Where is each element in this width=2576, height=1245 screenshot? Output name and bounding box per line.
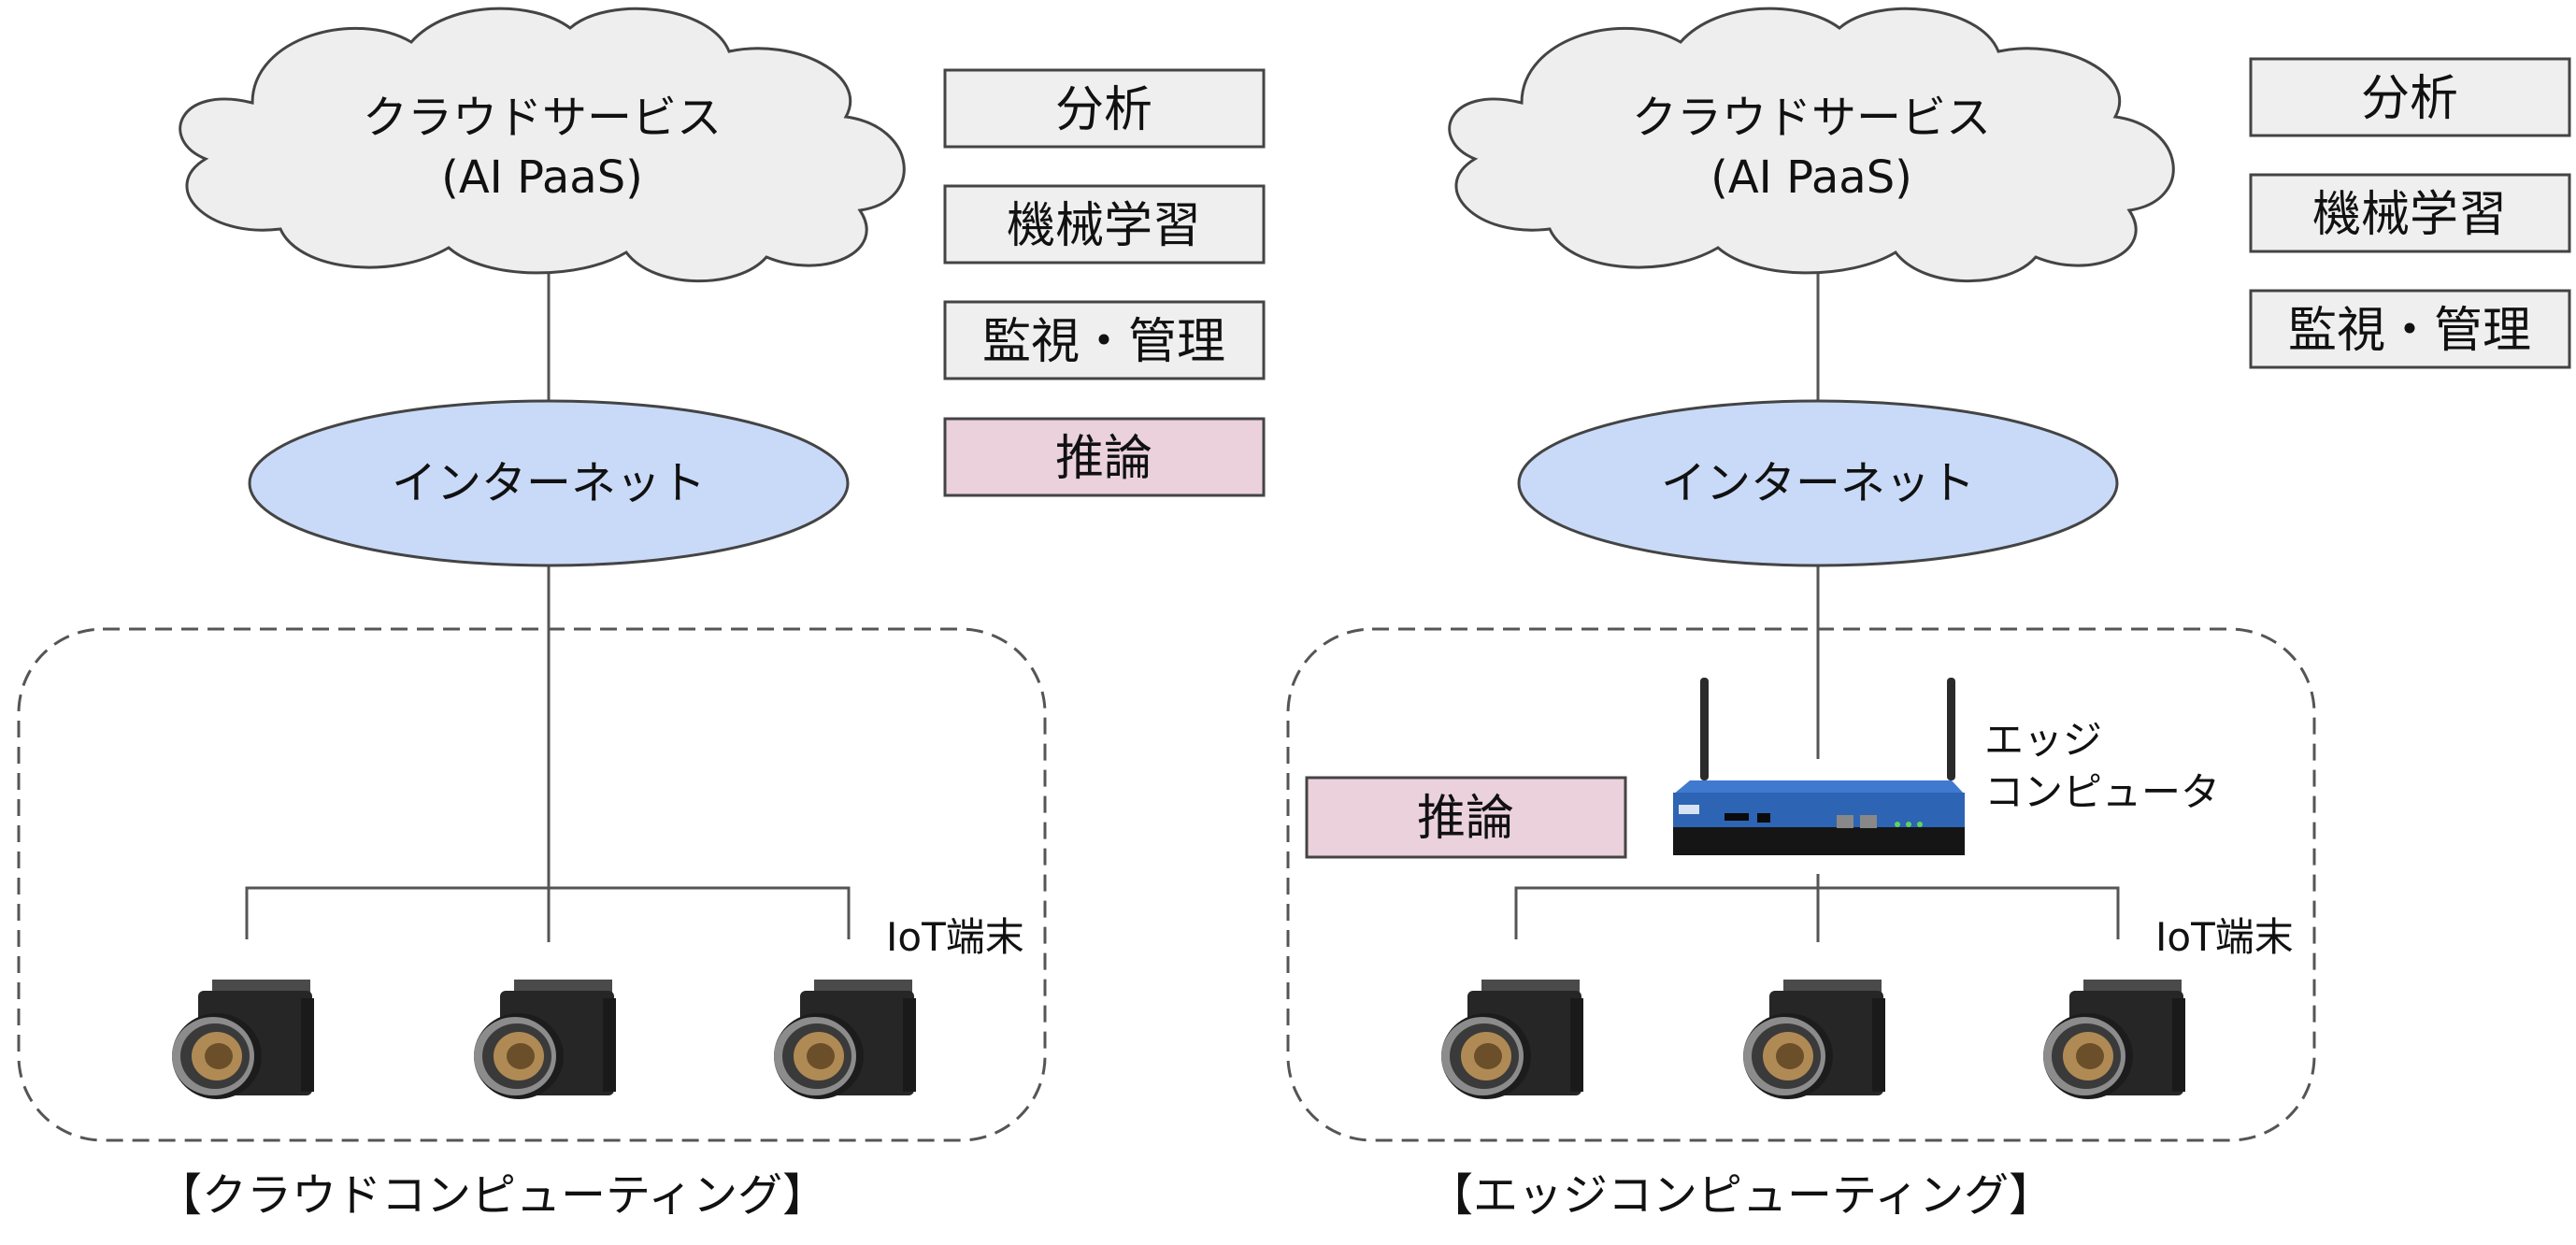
function-box-machine-learning: 機械学習 (943, 184, 1266, 265)
edge-inference-box: 推論 (1305, 776, 1627, 859)
edge-computer-label-line1: エッジ (1984, 717, 2102, 763)
edge-computer-device (1673, 678, 1965, 855)
function-box-monitoring: 監視・管理 (2249, 289, 2571, 369)
function-box-inference: 推論 (943, 417, 1266, 497)
panel-caption: 【クラウドコンピューティング】 (157, 1169, 827, 1222)
function-box-machine-learning: 機械学習 (2249, 173, 2571, 253)
panel-caption: 【エッジコンピューティング】 (1428, 1169, 2054, 1222)
function-box-label: 分析 (1055, 82, 1152, 138)
cloud-service-title: クラウドサービス (363, 92, 722, 144)
function-box-label: 推論 (1055, 431, 1152, 487)
function-box-monitoring: 監視・管理 (943, 300, 1266, 380)
device-bus-line (245, 886, 851, 939)
function-box-label: 監視・管理 (2288, 303, 2531, 359)
camera-2 (1743, 980, 1885, 1099)
function-box-label: 機械学習 (2312, 187, 2507, 243)
cloud-service-shape (179, 7, 906, 283)
edge-inference-label: 推論 (1417, 791, 1514, 847)
iot-region (1286, 627, 2316, 1142)
cloud-service-subtitle: (AI PaaS) (441, 151, 643, 204)
edge-computing-panel: クラウドサービス (AI PaaS) インターネット 分析 機械学習 監視・管理… (1286, 7, 2571, 1222)
cloud-service-title: クラウドサービス (1632, 92, 1991, 144)
cloud-service-subtitle: (AI PaaS) (1710, 151, 1912, 204)
camera-1 (1441, 980, 1583, 1099)
camera-3 (774, 980, 916, 1099)
camera-2 (474, 980, 616, 1099)
function-box-label: 機械学習 (1007, 198, 1201, 254)
iot-region (17, 627, 1047, 1142)
iot-device-label: IoT端末 (2155, 914, 2294, 960)
edge-computer-label-line2: コンピュータ (1984, 769, 2220, 815)
camera-1 (172, 980, 314, 1099)
device-bus-line (1514, 886, 2120, 939)
cloud-computing-panel: クラウドサービス (AI PaaS) インターネット 分析 機械学習 監視・管理… (17, 7, 1266, 1222)
iot-device-label: IoT端末 (886, 914, 1024, 960)
internet-label: インターネット (392, 457, 706, 509)
internet-ellipse (1517, 399, 2119, 567)
function-box-analysis: 分析 (943, 68, 1266, 149)
function-box-label: 監視・管理 (982, 314, 1225, 370)
internet-label: インターネット (1661, 457, 1975, 509)
cloud-service-shape (1448, 7, 2175, 283)
function-box-label: 分析 (2361, 71, 2458, 127)
function-box-analysis: 分析 (2249, 57, 2571, 137)
camera-3 (2043, 980, 2185, 1099)
internet-ellipse (248, 399, 850, 567)
